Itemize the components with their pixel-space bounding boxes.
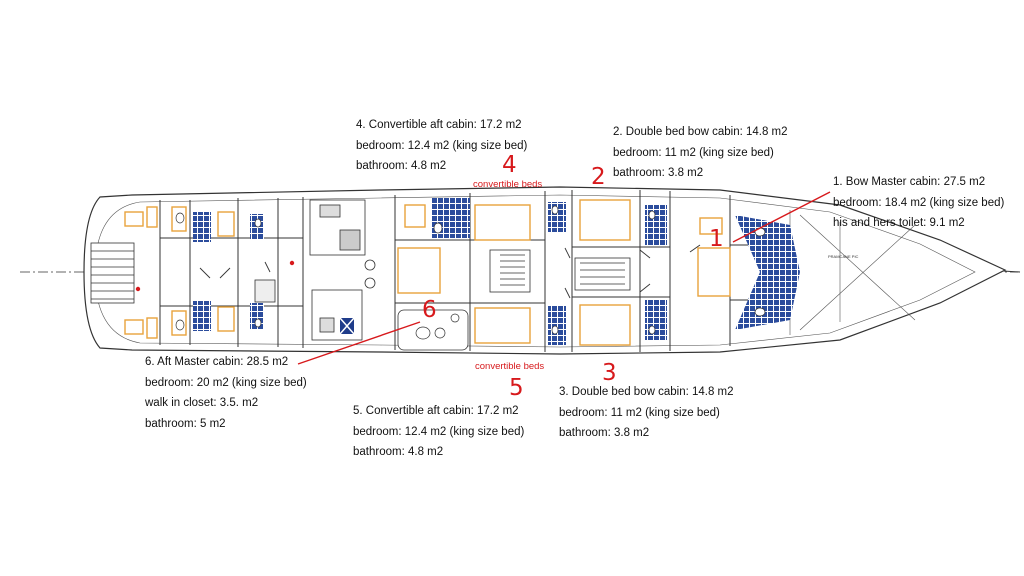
bathroom-tiles: [193, 198, 800, 345]
cabin-1-number: 1: [709, 226, 724, 252]
cabin-2-bathroom: bathroom: 3.8 m2: [613, 167, 704, 179]
cabin-3-bathroom: bathroom: 3.8 m2: [559, 427, 650, 439]
bed-cabin-5: [474, 307, 531, 344]
doors: [199, 244, 701, 299]
stern-marker: [289, 260, 295, 266]
cabin-5-note: convertible beds: [475, 361, 545, 372]
cabin-3-description: 3. Double bed bow cabin: 14.8 m2 bedroom…: [559, 382, 734, 444]
crate: [339, 317, 355, 335]
hull-inner-line: [94, 194, 976, 348]
cabin-6-number: 6: [422, 297, 437, 323]
round-marker: [364, 259, 376, 271]
stern-stairs: [90, 242, 135, 304]
cabin-6-closet: walk in closet: 3.5. m2: [145, 397, 259, 409]
cabin-2-number: 2: [591, 164, 606, 190]
cabin-5-title: 5. Convertible aft cabin: 17.2 m2: [353, 405, 519, 417]
round-marker: [364, 277, 376, 289]
cabin-6-bathroom: bathroom: 5 m2: [145, 417, 226, 430]
cabin-4-note: convertible beds: [473, 179, 543, 190]
cabin-1-description: 1. Bow Master cabin: 27.5 m2 bedroom: 18…: [833, 172, 1004, 234]
cabin-3-title: 3. Double bed bow cabin: 14.8 m2: [559, 386, 734, 398]
leader-line-cabin-6: [297, 321, 421, 365]
cabin-2-title: 2. Double bed bow cabin: 14.8 m2: [613, 126, 788, 138]
cabin-6-description: 6. Aft Master cabin: 28.5 m2 bedroom: 20…: [145, 352, 307, 434]
bed-cabin-1: [697, 247, 731, 297]
stairs-midship: [500, 254, 625, 286]
sinks-toilets: [175, 205, 766, 340]
bed-cabin-4: [474, 204, 531, 241]
cabin-4-number: 4: [502, 152, 517, 178]
lounge-cabin-6: [397, 247, 441, 294]
cabin-1-title: 1. Bow Master cabin: 27.5 m2: [833, 176, 986, 188]
cabin-1-bedroom: bedroom: 18.4 m2 (king size bed): [833, 196, 1005, 209]
saloon-fixtures: [254, 199, 631, 351]
cabin-5-bathroom: bathroom: 4.8 m2: [353, 446, 444, 458]
cabin-6-bedroom: bedroom: 20 m2 (king size bed): [145, 376, 307, 389]
cabin-4-bathroom: bathroom: 4.8 m2: [356, 160, 447, 172]
cabin-2-bedroom: bedroom: 11 m2 (king size bed): [613, 146, 774, 159]
cabin-4-bedroom: bedroom: 12.4 m2 (king size bed): [356, 139, 528, 152]
furniture: [124, 199, 731, 346]
leader-line-cabin-1: [732, 191, 831, 243]
stern-marker: [135, 286, 141, 292]
bed-cabin-3: [579, 304, 631, 346]
cabin-4-title: 4. Convertible aft cabin: 17.2 m2: [356, 119, 522, 131]
cabin-3-bedroom: bedroom: 11 m2 (king size bed): [559, 406, 720, 419]
bed-cabin-2: [579, 199, 631, 241]
cabin-5-description: 5. Convertible aft cabin: 17.2 m2 bedroo…: [353, 401, 524, 463]
cabin-3-number: 3: [602, 360, 617, 386]
cabin-5-number: 5: [509, 375, 524, 401]
cabin-5-bedroom: bedroom: 12.4 m2 (king size bed): [353, 425, 525, 438]
cabin-6-title: 6. Aft Master cabin: 28.5 m2: [145, 356, 289, 368]
cabin-4-description: 4. Convertible aft cabin: 17.2 m2 bedroo…: [356, 115, 527, 177]
cabin-2-description: 2. Double bed bow cabin: 14.8 m2 bedroom…: [613, 122, 788, 184]
svg-text:PRAMCANE PIC: PRAMCANE PIC: [828, 254, 859, 259]
cabin-1-toilet: his and hers toilet: 9.1 m2: [833, 217, 965, 229]
bowsprit: [1002, 270, 1021, 273]
